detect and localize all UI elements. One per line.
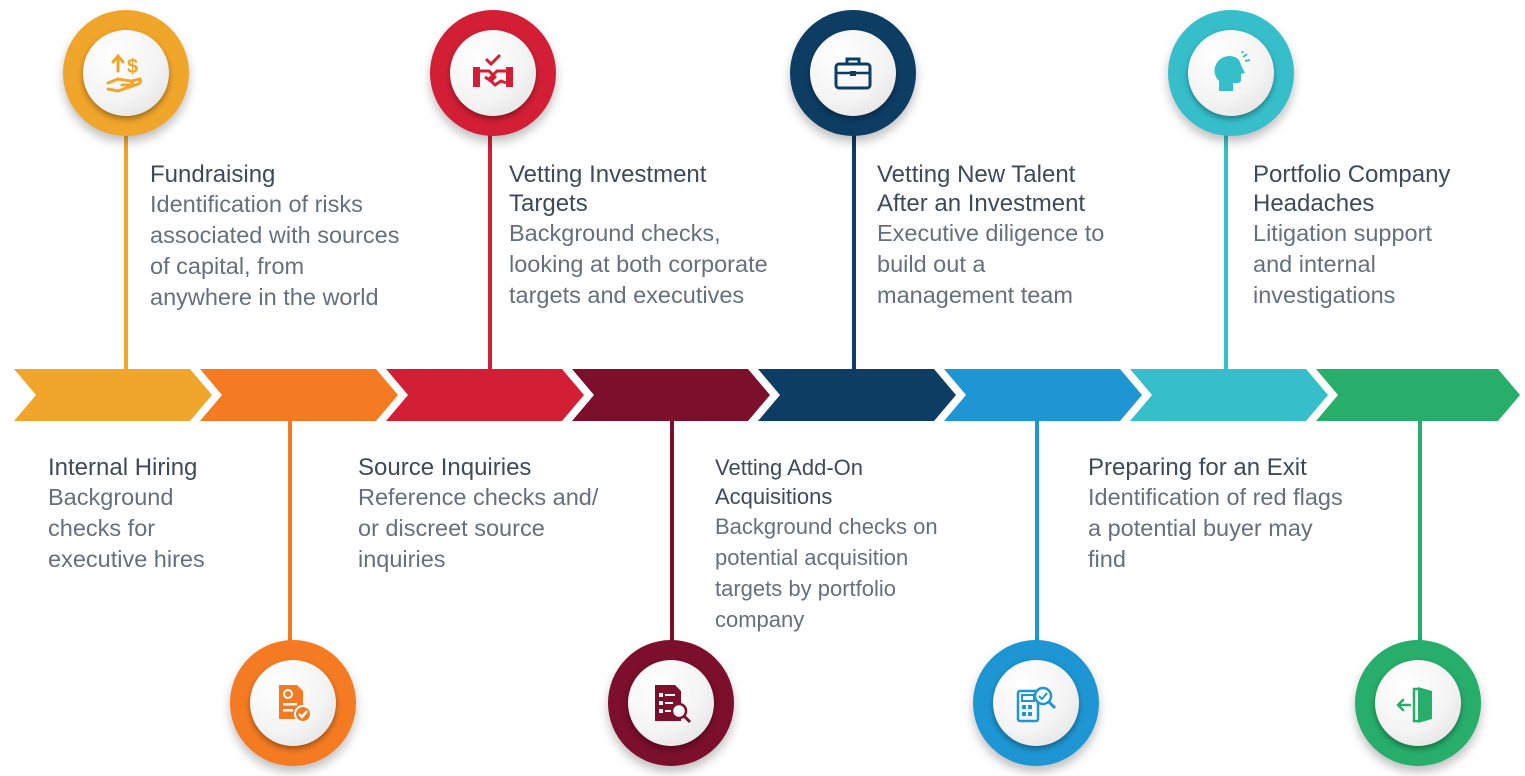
head-pain-icon: [1214, 51, 1251, 91]
step-desc-line: executive hires: [48, 546, 205, 572]
chevron-exit: [1316, 369, 1520, 421]
step-desc-line: targets by portfolio: [715, 576, 896, 601]
step-desc-line: looking at both corporate: [509, 251, 768, 277]
step-source-inquiries: Source Inquiries Reference checks and/ o…: [358, 453, 658, 575]
step-desc-line: Background checks on: [715, 514, 938, 539]
step-desc-line: management team: [877, 282, 1073, 308]
stem-internal-hiring: [288, 420, 292, 670]
step-desc-line: targets and executives: [509, 282, 745, 308]
step-title-line2: After an Investment: [877, 190, 1086, 217]
step-desc-line: Background checks,: [509, 220, 721, 246]
step-fundraising: Fundraising Identification of risks asso…: [150, 160, 470, 313]
chevron-fundraising: [14, 369, 212, 421]
step-title: Portfolio Company: [1253, 161, 1451, 188]
step-desc-line: checks for: [48, 515, 156, 541]
briefcase-icon: [834, 57, 872, 90]
circle-add-on: [973, 640, 1099, 766]
step-desc-line: Identification of red flags: [1088, 484, 1343, 510]
svg-text:$: $: [127, 56, 138, 78]
step-investment-targets: Vetting Investment Targets Background ch…: [509, 160, 839, 311]
step-title-line2: Acquisitions: [715, 484, 833, 509]
step-desc-line: company: [715, 607, 805, 632]
timeline-arrow: [14, 369, 1520, 421]
step-desc-line: Background: [48, 484, 174, 510]
stem-new-talent: [852, 120, 856, 370]
step-title: Vetting Investment: [509, 161, 707, 188]
handshake-icon: [473, 53, 513, 87]
step-title: Source Inquiries: [358, 454, 532, 481]
step-title: Vetting Add-On: [715, 455, 863, 480]
step-desc-line: find: [1088, 546, 1126, 572]
step-desc-line: Reference checks and/: [358, 484, 599, 510]
chevron-add-on: [944, 369, 1142, 421]
step-title: Preparing for an Exit: [1088, 454, 1307, 481]
stem-investment-targets: [488, 120, 492, 370]
step-desc-line: Litigation support: [1253, 220, 1432, 246]
resume-check-icon: [279, 685, 312, 723]
circle-investment-targets: [430, 10, 556, 136]
stem-exit: [1418, 420, 1422, 670]
chevron-investment-targets: [386, 369, 584, 421]
circle-source-inquiries: [608, 640, 734, 766]
step-new-talent: Vetting New Talent After an Investment E…: [877, 160, 1177, 311]
step-headaches: Portfolio Company Headaches Litigation s…: [1253, 160, 1518, 311]
circle-internal-hiring: [230, 640, 356, 766]
step-desc-line: anywhere in the world: [150, 284, 379, 310]
step-title-line2: Headaches: [1253, 190, 1375, 217]
money-hand-icon: $: [106, 53, 143, 93]
step-desc-line: or discreet source: [358, 515, 545, 541]
step-desc-line: investigations: [1253, 282, 1396, 308]
circle-fundraising: $: [63, 10, 189, 136]
document-search-icon: [655, 685, 692, 724]
chevron-source-inquiries: [572, 369, 770, 421]
step-desc-line: inquiries: [358, 546, 446, 572]
stem-add-on: [1035, 420, 1039, 670]
chevron-internal-hiring: [200, 369, 398, 421]
step-title: Fundraising: [150, 161, 276, 188]
step-internal-hiring: Internal Hiring Background checks for ex…: [48, 453, 278, 575]
step-desc-line: Identification of risks: [150, 191, 363, 217]
circle-headaches: [1168, 10, 1294, 136]
step-title-line2: Targets: [509, 190, 588, 217]
stem-fundraising: [124, 120, 128, 370]
calculator-search-icon: [1016, 686, 1057, 723]
step-desc-line: potential acquisition: [715, 545, 909, 570]
step-desc-line: Executive diligence to: [877, 220, 1105, 246]
circle-new-talent: [790, 10, 916, 136]
chevron-headaches: [1130, 369, 1328, 421]
step-title: Vetting New Talent: [877, 161, 1076, 188]
step-desc-line: of capital, from: [150, 253, 305, 279]
step-desc-line: associated with sources: [150, 222, 400, 248]
stem-headaches: [1224, 120, 1228, 370]
stem-source-inquiries: [670, 420, 674, 670]
step-title: Internal Hiring: [48, 454, 198, 481]
step-desc-line: build out a: [877, 251, 986, 277]
circle-exit: [1355, 640, 1481, 766]
exit-door-icon: [1396, 687, 1432, 723]
step-add-on: Vetting Add-On Acquisitions Background c…: [715, 453, 1015, 635]
step-desc-line: a potential buyer may: [1088, 515, 1313, 541]
chevron-new-talent: [758, 369, 956, 421]
step-exit: Preparing for an Exit Identification of …: [1088, 453, 1408, 575]
step-desc-line: and internal: [1253, 251, 1376, 277]
